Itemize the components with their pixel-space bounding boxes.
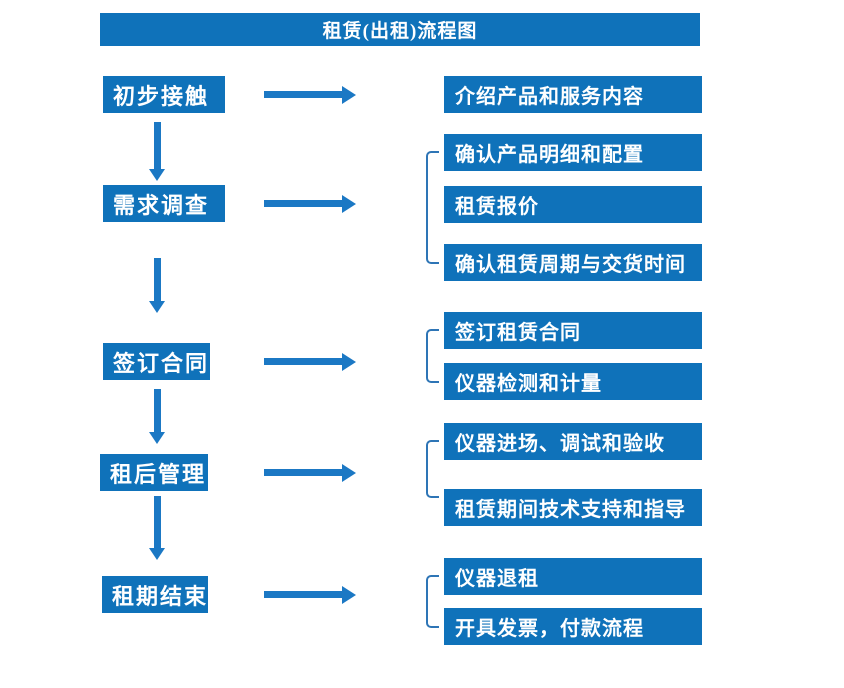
flow-arrow-right-4 <box>264 464 356 482</box>
flow-arrow-down-2 <box>149 258 166 313</box>
flow-arrow-right-1 <box>264 86 356 104</box>
arrow-head <box>342 586 356 604</box>
arrow-head <box>149 548 165 560</box>
flowchart-title-bar: 租赁(出租)流程图 <box>100 13 700 46</box>
arrow-shaft <box>264 591 343 598</box>
arrow-shaft <box>154 389 161 433</box>
flow-arrow-right-3 <box>264 353 356 371</box>
detail-box-instrument-return: 仪器退租 <box>444 558 702 595</box>
arrow-head <box>149 432 165 444</box>
arrow-head <box>342 86 356 104</box>
detail-box-technical-support: 租赁期间技术支持和指导 <box>444 489 702 526</box>
step-box-post-rental-management: 租后管理 <box>100 454 208 491</box>
arrow-shaft <box>264 469 343 476</box>
arrow-shaft <box>154 258 161 302</box>
detail-box-rental-quote: 租赁报价 <box>444 186 702 223</box>
arrow-shaft <box>154 496 161 549</box>
group-bracket-post-rental <box>426 440 439 498</box>
detail-box-introduce-products: 介绍产品和服务内容 <box>444 76 702 113</box>
detail-box-invoice-payment: 开具发票，付款流程 <box>444 608 702 645</box>
arrow-shaft <box>264 200 343 207</box>
flow-arrow-down-1 <box>149 122 166 181</box>
step-box-rental-end: 租期结束 <box>102 576 208 613</box>
step-box-sign-contract: 签订合同 <box>103 343 210 380</box>
arrow-head <box>149 301 165 313</box>
arrow-head <box>342 353 356 371</box>
arrow-shaft <box>264 91 343 98</box>
flow-arrow-down-4 <box>149 496 166 560</box>
step-box-demand-survey: 需求调查 <box>103 185 225 222</box>
detail-box-instrument-setup-acceptance: 仪器进场、调试和验收 <box>444 423 702 460</box>
step-box-initial-contact: 初步接触 <box>103 76 225 113</box>
detail-box-sign-rental-contract: 签订租赁合同 <box>444 312 702 349</box>
arrow-head <box>149 169 165 181</box>
arrow-head <box>342 195 356 213</box>
arrow-shaft <box>264 358 343 365</box>
flow-arrow-right-2 <box>264 195 356 213</box>
arrow-head <box>342 464 356 482</box>
group-bracket-rental-end <box>426 575 439 628</box>
flowchart-title: 租赁(出租)流程图 <box>322 21 478 42</box>
detail-box-confirm-period-delivery: 确认租赁周期与交货时间 <box>444 244 702 281</box>
detail-box-confirm-product-config: 确认产品明细和配置 <box>444 134 702 171</box>
group-bracket-sign-contract <box>426 329 439 383</box>
flow-arrow-right-5 <box>264 586 356 604</box>
detail-box-instrument-testing: 仪器检测和计量 <box>444 363 702 400</box>
group-bracket-demand-survey <box>426 151 439 264</box>
arrow-shaft <box>154 122 161 170</box>
flow-arrow-down-3 <box>149 389 166 444</box>
